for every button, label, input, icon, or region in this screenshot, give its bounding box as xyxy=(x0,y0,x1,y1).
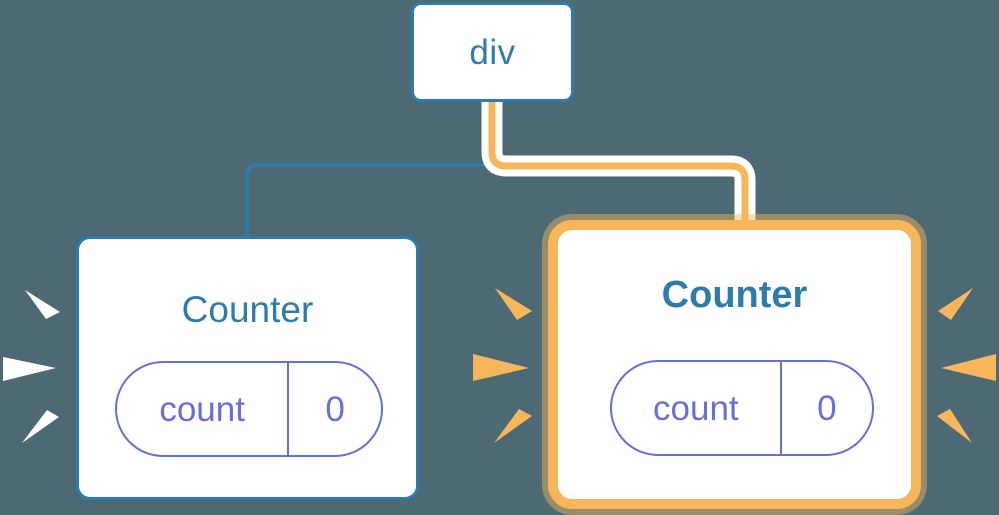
counter-right-state-pill[interactable]: count 0 xyxy=(610,360,874,456)
counter-left-state-value: 0 xyxy=(325,389,345,429)
edge-div-to-counter-left xyxy=(245,100,494,238)
div-node-label: div xyxy=(469,32,516,72)
div-node[interactable]: div xyxy=(411,2,574,102)
counter-right-title: Counter xyxy=(661,274,808,316)
counter-right-card[interactable]: Counter count 0 xyxy=(548,220,921,509)
counter-right-state-value: 0 xyxy=(817,388,837,428)
counter-left-state-pill[interactable]: count 0 xyxy=(115,361,383,457)
counter-right-state-key: count xyxy=(612,362,782,454)
counter-left-state-key: count xyxy=(117,363,290,455)
counter-left-card[interactable]: Counter count 0 xyxy=(76,236,419,500)
edge-div-to-counter-right xyxy=(488,100,749,236)
counter-left-title: Counter xyxy=(181,289,314,330)
